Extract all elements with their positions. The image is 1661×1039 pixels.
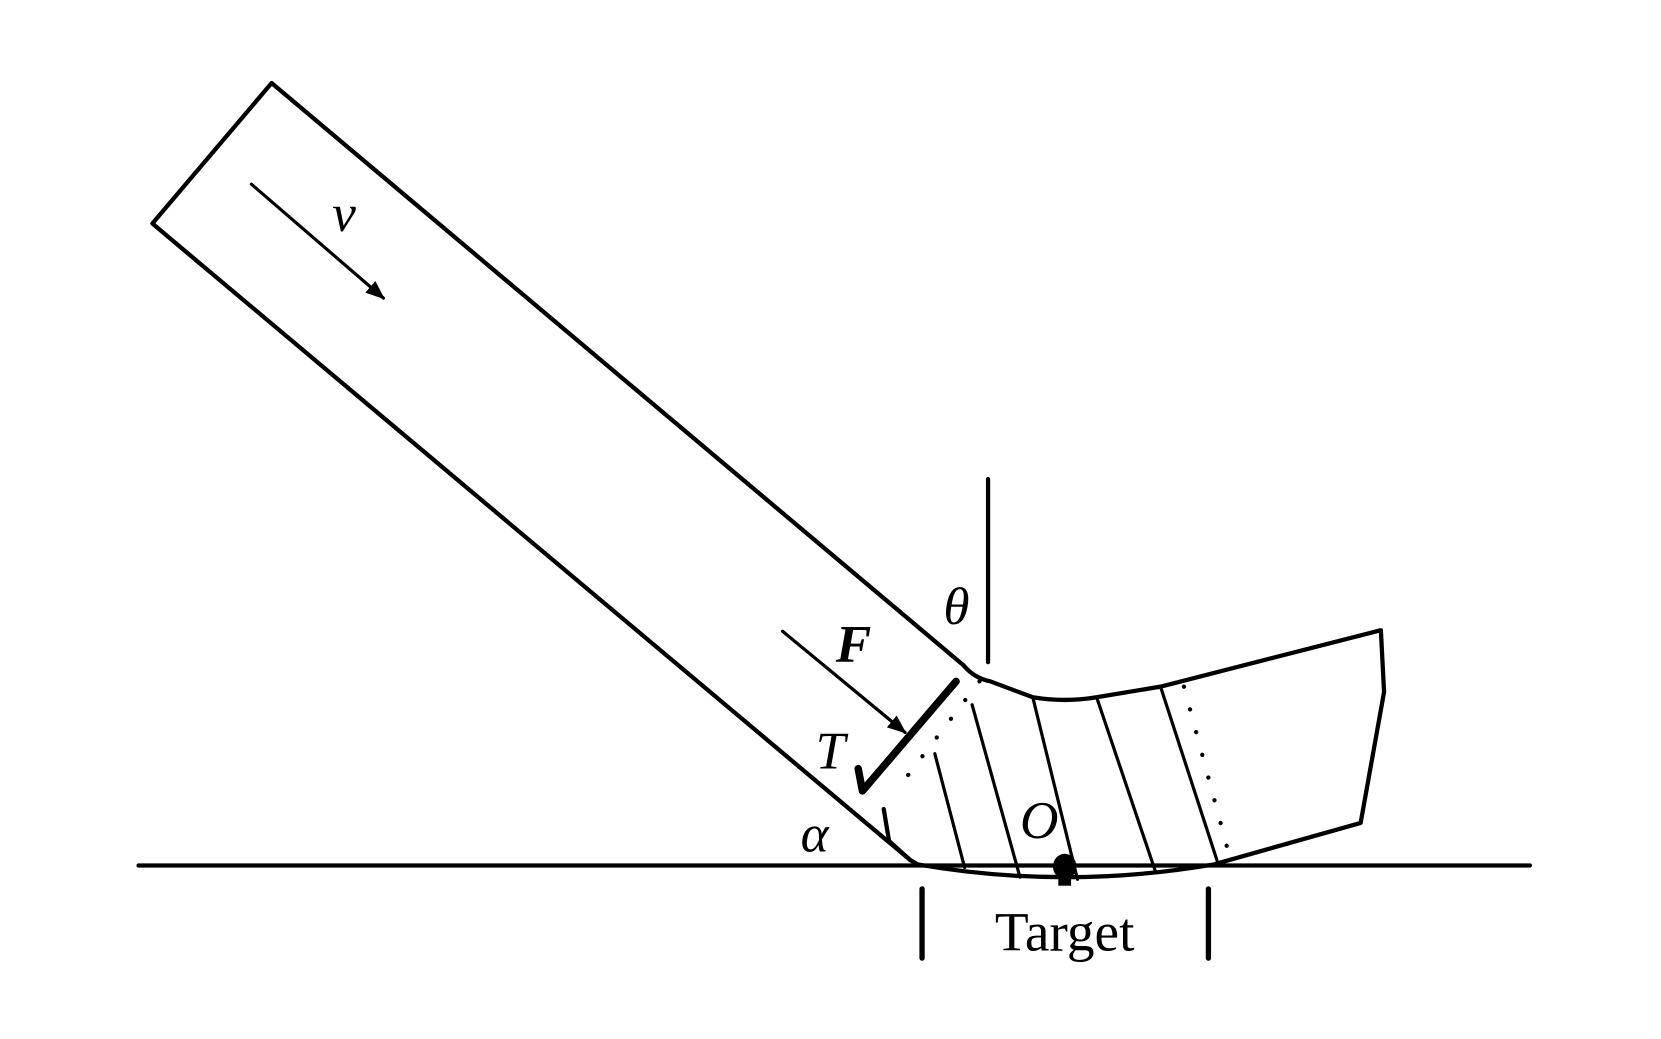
torque-arrow (854, 677, 960, 795)
theta-label: θ (943, 577, 969, 636)
torque-label: T (816, 722, 849, 781)
target-label: Target (995, 902, 1135, 963)
heel-mark (881, 806, 913, 863)
blade-dotted-lines (892, 679, 1232, 860)
puck-contact-point (1052, 853, 1077, 886)
blade-tape-stripes (933, 685, 1219, 881)
stick-shaft (150, 80, 966, 863)
origin-label: O (1020, 791, 1058, 850)
alpha-label: α (801, 805, 830, 864)
stick-blade (908, 628, 1387, 880)
velocity-label: v (332, 184, 356, 243)
velocity-arrow (249, 182, 385, 300)
force-label: F (835, 615, 872, 674)
force-arrow (780, 629, 907, 735)
